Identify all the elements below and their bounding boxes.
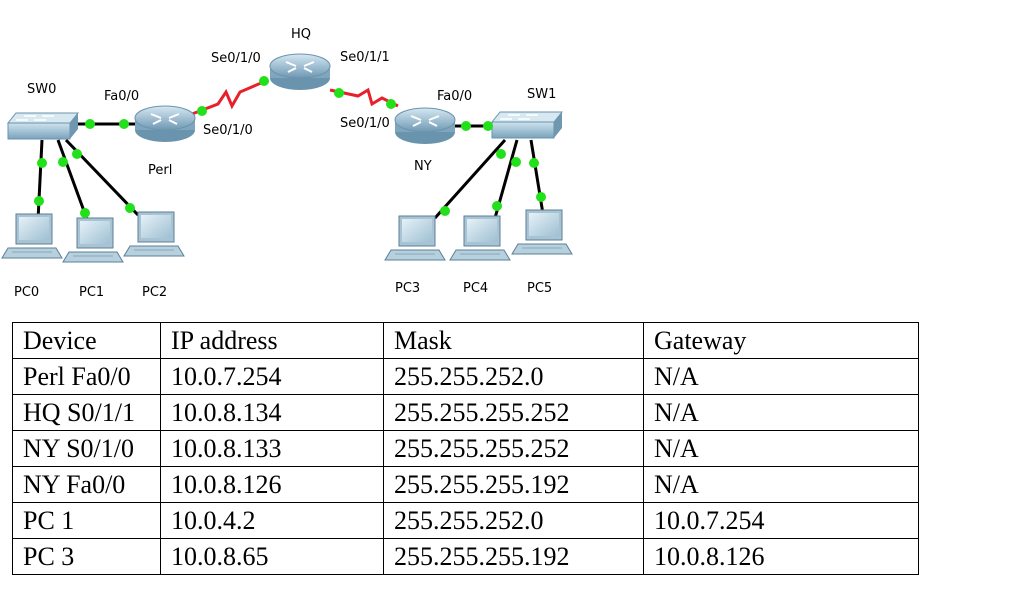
cell-ip-address: 10.0.8.133 [160,430,384,467]
table-header-row: Device IP address Mask Gateway [12,322,919,359]
cell-device: NY S0/1/0 [12,430,161,467]
cell-ip-address: 10.0.7.254 [160,358,384,395]
pc-icon-pc4[interactable] [449,215,511,261]
link-status-dot [72,149,82,159]
cell-mask: 255.255.255.192 [383,466,644,503]
label-ny: NY [414,159,432,174]
iface-hq-se0-1-1: Se0/1/1 [340,50,390,65]
link-sw0-pc1[interactable] [56,139,90,223]
cell-mask: 255.255.252.0 [383,358,644,395]
link-status-dot [496,149,506,159]
pc-icon-pc5[interactable] [511,209,573,255]
iface-ny-fa0-0: Fa0/0 [437,89,472,104]
link-status-dot [37,158,47,168]
label-pc0: PC0 [14,285,39,300]
cell-ip-address: 10.0.8.65 [160,538,384,575]
iface-ny-se0-1-0: Se0/1/0 [340,116,390,131]
device-labels: SW0 Perl HQ NY SW1 PC0 PC1 PC2 PC3 PC4 P… [14,27,556,300]
link-status-dot [197,106,207,116]
label-pc1: PC1 [79,285,104,300]
cell-ip-address: 10.0.8.134 [160,394,384,431]
label-perl: Perl [148,163,172,178]
cell-device: NY Fa0/0 [12,466,161,503]
link-status-dot [440,206,450,216]
label-sw1: SW1 [527,87,556,102]
link-status-dot [119,119,129,129]
cell-ip-address: 10.0.8.126 [160,466,384,503]
table-row: PC 3 10.0.8.65 255.255.255.192 10.0.8.12… [12,538,919,575]
switch-icon-sw1[interactable] [491,111,563,139]
router-icon-perl[interactable] [134,105,196,143]
link-sw0-pc0[interactable] [36,139,44,221]
header-mask: Mask [383,322,644,359]
label-pc5: PC5 [527,281,552,296]
link-status-dot [259,76,269,86]
cell-mask: 255.255.255.252 [383,430,644,467]
network-topology-diagram: SW0 Perl HQ NY SW1 PC0 PC1 PC2 PC3 PC4 P… [1,27,573,300]
cell-mask: 255.255.255.192 [383,538,644,575]
interface-labels: Fa0/0 Se0/1/0 Se0/1/0 Se0/1/1 Se0/1/0 Fa… [104,50,472,138]
link-status-dot [511,157,521,167]
header-ip-address: IP address [160,322,384,359]
link-status-dots [34,76,546,218]
switch-icon-sw0[interactable] [7,112,79,140]
table-row: Perl Fa0/0 10.0.7.254 255.255.252.0 N/A [12,358,919,395]
pc-icon-pc0[interactable] [1,213,63,259]
link-status-dot [483,121,493,131]
serial-links [191,78,399,116]
header-device: Device [12,322,161,359]
link-sw1-pc5[interactable] [529,139,545,215]
pc-icon-pc3[interactable] [384,215,446,261]
cell-gateway: 10.0.7.254 [643,502,919,539]
link-status-dot [125,203,135,213]
cell-mask: 255.255.252.0 [383,502,644,539]
cell-mask: 255.255.255.252 [383,394,644,431]
link-status-dot [461,121,471,131]
router-icon-hq[interactable] [269,53,331,91]
link-hq-ny[interactable] [329,87,399,108]
label-hq: HQ [291,27,311,42]
cell-device: PC 1 [12,502,161,539]
table-row: HQ S0/1/1 10.0.8.134 255.255.255.252 N/A [12,394,919,431]
header-gateway: Gateway [643,322,919,359]
cell-gateway: N/A [643,466,919,503]
addressing-table: Device IP address Mask Gateway Perl Fa0/… [12,322,919,575]
label-pc2: PC2 [142,285,167,300]
cell-gateway: N/A [643,394,919,431]
label-pc4: PC4 [463,281,488,296]
iface-perl-fa0-0: Fa0/0 [104,89,139,104]
link-perl-hq[interactable] [191,78,269,116]
link-status-dot [80,208,90,218]
table-row: NY Fa0/0 10.0.8.126 255.255.255.192 N/A [12,466,919,503]
ethernet-links [36,122,545,223]
cell-ip-address: 10.0.4.2 [160,502,384,539]
table-row: NY S0/1/0 10.0.8.133 255.255.255.252 N/A [12,430,919,467]
link-status-dot [34,196,44,206]
cell-device: PC 3 [12,538,161,575]
link-status-dot [529,158,539,168]
cell-gateway: N/A [643,358,919,395]
iface-hq-se0-1-0: Se0/1/0 [211,51,261,66]
link-status-dot [536,192,546,202]
cell-gateway: N/A [643,430,919,467]
cell-gateway: 10.0.8.126 [643,538,919,575]
label-pc3: PC3 [395,281,420,296]
label-sw0: SW0 [27,82,56,97]
link-status-dot [386,99,396,109]
link-sw1-pc3[interactable] [433,138,507,220]
link-status-dot [85,119,95,129]
pc-icon-pc2[interactable] [123,211,185,257]
cell-device: Perl Fa0/0 [12,358,161,395]
link-status-dot [58,157,68,167]
router-icon-ny[interactable] [394,107,456,145]
iface-perl-se0-1-0: Se0/1/0 [203,123,253,138]
link-status-dot [334,88,344,98]
table-row: PC 1 10.0.4.2 255.255.252.0 10.0.7.254 [12,502,919,539]
link-status-dot [492,201,502,211]
pc-icon-pc1[interactable] [62,217,124,263]
cell-device: HQ S0/1/1 [12,394,161,431]
